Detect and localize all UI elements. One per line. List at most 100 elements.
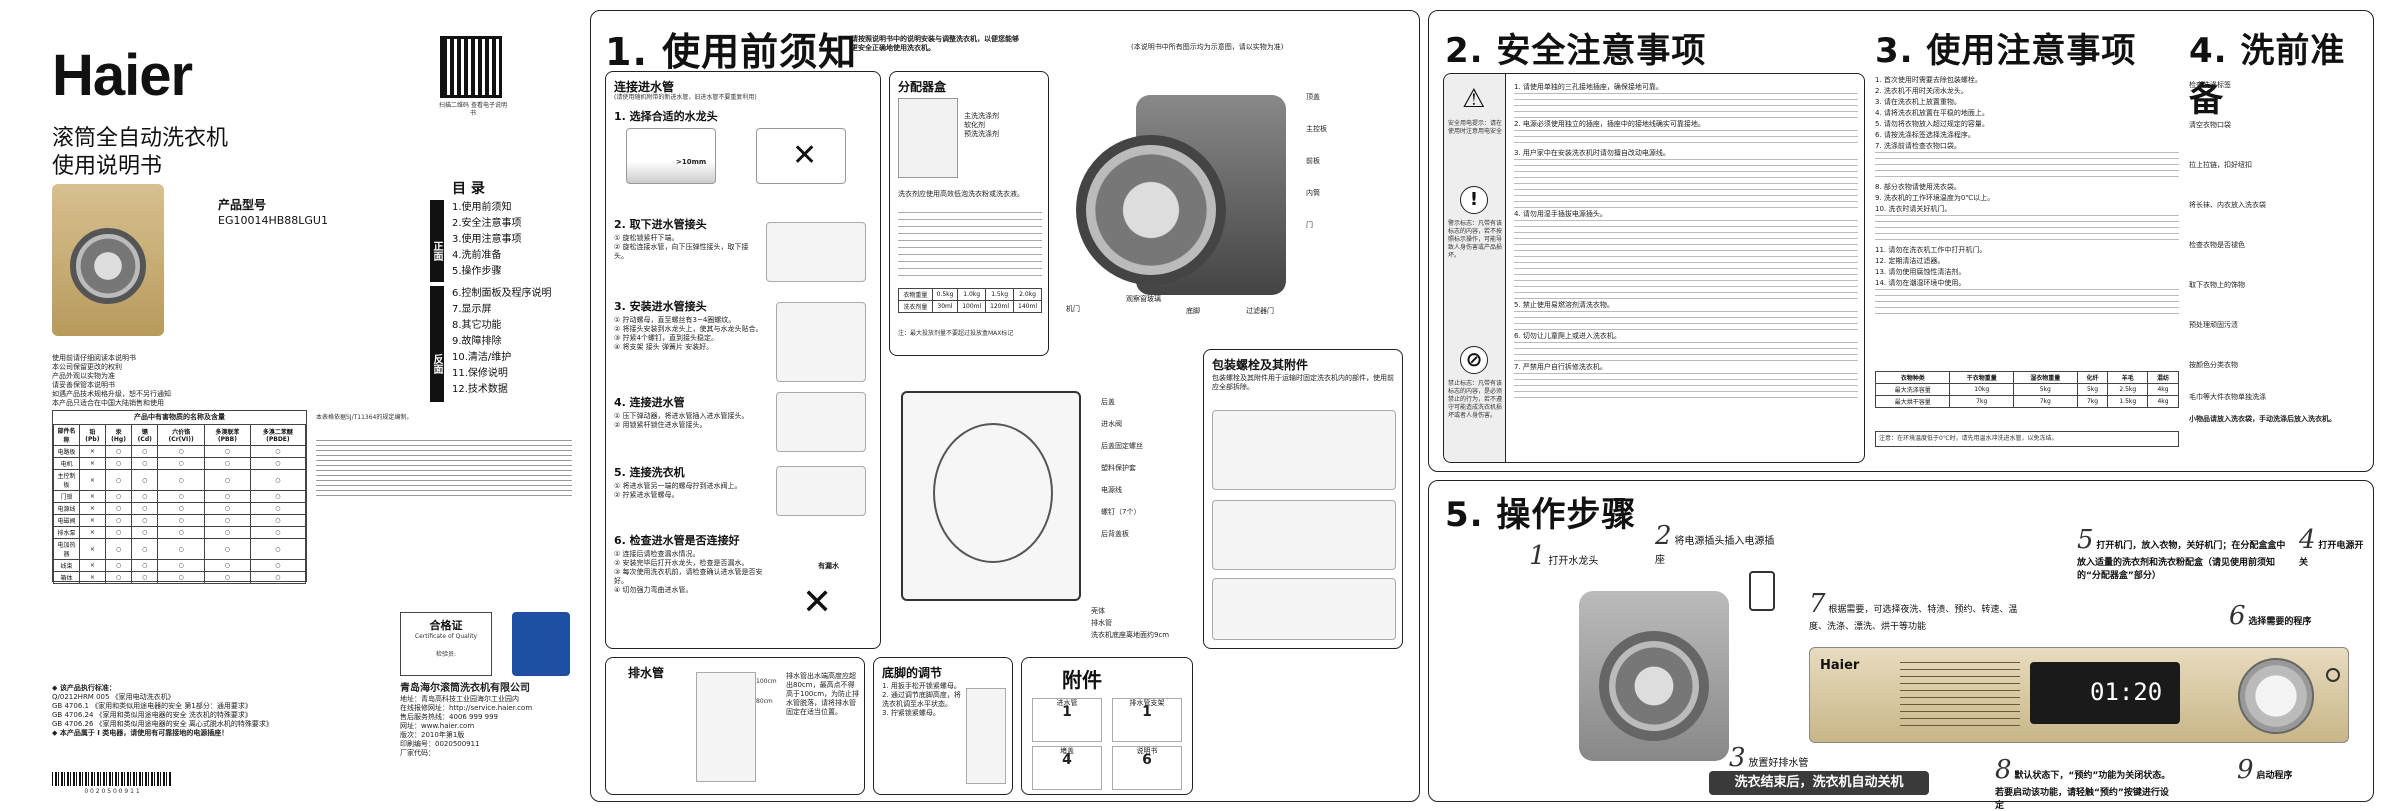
cap-cell: 1.5kg xyxy=(2107,395,2149,408)
toc-item[interactable]: 8.其它功能 xyxy=(452,320,502,331)
bolts-title: 包装螺栓及其附件 xyxy=(1212,358,1309,372)
step-line: ① 旋松锁紧杆下端。 xyxy=(614,234,679,242)
toc-item[interactable]: 3.使用注意事项 xyxy=(452,234,522,245)
step-line: ④ 切勿强力弯曲进水管。 xyxy=(614,586,693,594)
part-label: 进水阀 xyxy=(1101,420,1122,428)
barcode-number: 0 0 2 0 5 0 0 9 1 1 xyxy=(84,788,140,795)
display-time: 01:20 xyxy=(2090,678,2163,706)
step-5: 5 打开机门，放入衣物，关好机门；在分配盒盒中放入适量的洗衣剂和洗衣粉配盒（请见… xyxy=(2077,525,2287,581)
step-2: 2 将电源插头插入电源插座 xyxy=(1655,521,1775,566)
step-machine-illustration xyxy=(1559,581,1739,761)
hazard-cell: ○ xyxy=(204,457,251,470)
det-head-cell: 衣物重量 xyxy=(898,288,933,301)
website[interactable]: 网址：www.haier.com xyxy=(400,722,475,730)
machine-door xyxy=(1599,631,1709,741)
power-button[interactable] xyxy=(2326,668,2340,682)
dispenser-illustration xyxy=(898,98,958,178)
label-drain: 排水管 xyxy=(1091,619,1112,627)
toc-item[interactable]: 1.使用前须知 xyxy=(452,202,512,213)
label-filter-door: 过滤器门 xyxy=(1246,307,1274,315)
std-line: GB 4706.24 《家用和类似用途电器的安全 洗衣机的特殊要求》 xyxy=(52,711,252,719)
toc-item[interactable]: 2.安全注意事项 xyxy=(452,218,522,229)
note-line: 本产品只适合在中国大陆销售和使用 xyxy=(52,399,164,407)
det-head-cell: 1.0kg xyxy=(957,288,987,301)
hazard-cell: ○ xyxy=(157,526,206,539)
step-number: 2 xyxy=(1655,521,1672,551)
hazard-cell: ○ xyxy=(204,571,251,584)
toc-item[interactable]: 11.保修说明 xyxy=(452,368,508,379)
toc-front-list: 1.使用前须知 2.安全注意事项 3.使用注意事项 4.洗前准备 5.操作步骤 xyxy=(452,200,522,280)
hazard-row: 电机×○○○○○ xyxy=(53,457,307,470)
hazard-cell: ○ xyxy=(157,559,206,572)
print-code: 印刷编号：0020500911 xyxy=(400,740,480,748)
toc-item[interactable]: 12.技术数据 xyxy=(452,384,508,395)
feet-steps: 1. 用扳手松开锁紧螺母。 2. 通过调节底脚高度，将洗衣机调至水平状态。 3.… xyxy=(882,682,962,718)
note-line: 产品外观以实物为准 xyxy=(52,372,115,380)
spec-note: ◆ 本产品属于 I 类电器，请使用有可靠接地的电源插座！ xyxy=(52,729,229,737)
bolt-step-3 xyxy=(1212,578,1396,640)
company-address: 地址：青岛高科技工业园海尔工业园内 xyxy=(400,695,519,703)
hazard-cell: 门锁 xyxy=(53,490,80,503)
toc-item[interactable]: 4.洗前准备 xyxy=(452,250,502,261)
acc-item-4: 说明书 6 xyxy=(1112,746,1182,790)
step-text: 选择需要的程序 xyxy=(2248,617,2312,627)
acc-item-3: 堵盖 4 xyxy=(1032,746,1102,790)
hazard-cell: ○ xyxy=(249,469,307,491)
cap-head-cell: 干衣物重量 xyxy=(1949,371,2015,384)
toc-item[interactable]: 10.清洁/维护 xyxy=(452,352,512,363)
safety-item: 6. 切勿让儿童爬上或进入洗衣机。 xyxy=(1514,332,1621,340)
section-2-title: 2. 安全注意事项 xyxy=(1445,23,1706,72)
cap-cell: 最大洗涤容量 xyxy=(1874,383,1951,396)
caution-icon: ! xyxy=(1460,186,1488,214)
safety-item: 3. 用户家中在安装洗衣机时请勿擅自改动电源线。 xyxy=(1514,149,1670,157)
program-knob[interactable] xyxy=(2238,658,2314,734)
acc-count: 1 xyxy=(1142,704,1152,720)
toc-item[interactable]: 6.控制面板及程序说明 xyxy=(452,288,552,299)
part-label: 电源线 xyxy=(1101,486,1122,494)
hose-connect-illustration xyxy=(776,392,866,452)
usage-item: 8. 部分衣物请使用洗衣袋。 xyxy=(1875,183,1961,191)
hazard-cell: ○ xyxy=(104,490,133,503)
prep-item: 毛巾等大件衣物单独洗涤 xyxy=(2189,393,2266,401)
step-number: 6 xyxy=(2229,601,2246,631)
hazard-row: 电源线×○○○○○ xyxy=(53,502,307,515)
cap-cell: 10kg xyxy=(1949,383,2015,396)
prep-item: 按颜色分类衣物 xyxy=(2189,361,2238,369)
model-number: EG10014HB88LGU1 xyxy=(218,214,328,227)
dispenser-items: 主洗洗涤剂 软化剂 预洗洗涤剂 xyxy=(964,112,999,139)
dispenser-hint: 注：最大投放剂量不要超过投放盒MAX标记 xyxy=(898,330,1014,337)
hazard-col-header: 六价铬 (Cr(VI)) xyxy=(157,424,206,446)
drain-h2: 100cm xyxy=(756,678,777,685)
hazard-cell: ○ xyxy=(131,526,159,539)
part-label: 前板 xyxy=(1306,157,1320,165)
step-line: ② 将接头安装到水龙头上，使其与水龙头贴合。 xyxy=(614,325,763,333)
company-name: 青岛海尔滚筒洗衣机有限公司 xyxy=(400,683,530,694)
det-cell: 洗衣剂量 xyxy=(898,300,933,313)
section-number: 5. xyxy=(1445,495,1484,535)
step-line: ② 安装完毕后打开水龙头，检查是否漏水。 xyxy=(614,559,749,567)
step-3-text: ① 拧动螺母，直至螺丝有3~4圈螺纹。 ② 将接头安装到水龙头上，使其与水龙头贴… xyxy=(614,316,764,352)
step-3: 3 放置好排水管 xyxy=(1729,743,1808,773)
usage-item: 12. 定期清洁过滤器。 xyxy=(1875,257,1945,265)
step-line: ① 将进水管另一端的螺母拧到进水阀上。 xyxy=(614,482,742,490)
hazard-cell: 电加热器 xyxy=(53,538,80,560)
step-4-text: ① 压下弹动器，将进水管插入进水管接头。 ② 用锁紧杆锁住进水管接头。 xyxy=(614,412,764,430)
toc-item[interactable]: 9.故障排除 xyxy=(452,336,502,347)
step-text: 打开机门，放入衣物，关好机门；在分配盒盒中放入适量的洗衣剂和洗衣粉配盒（请见使用… xyxy=(2077,541,2286,581)
dispenser-title: 分配器盒 xyxy=(898,80,947,94)
toc-item[interactable]: 7.显示屏 xyxy=(452,304,492,315)
hazard-cell: ○ xyxy=(157,502,206,515)
note-line: 如遇产品技术规格升级，恕不另行通知 xyxy=(52,390,171,398)
hazard-cell: ○ xyxy=(204,490,251,503)
toc-item[interactable]: 5.操作步骤 xyxy=(452,266,502,277)
hazard-cell: × xyxy=(78,457,106,470)
safety-item: 7. 严禁用户自行拆修洗衣机。 xyxy=(1514,363,1607,371)
connector-install-illustration xyxy=(776,302,866,382)
water-inlet-box: 连接进水管 (请使用随机附带的新进水管，旧进水管不要重复利用) 1. 选择合适的… xyxy=(605,71,881,649)
qr-code[interactable] xyxy=(440,36,502,98)
step-number: 9 xyxy=(2237,755,2254,785)
service-url[interactable]: 在线报修网址：http://service.haier.com xyxy=(400,704,533,712)
part-label: 螺钉（7个） xyxy=(1101,508,1141,516)
service-hotline: 售后服务热线：4006 999 999 xyxy=(400,713,498,721)
